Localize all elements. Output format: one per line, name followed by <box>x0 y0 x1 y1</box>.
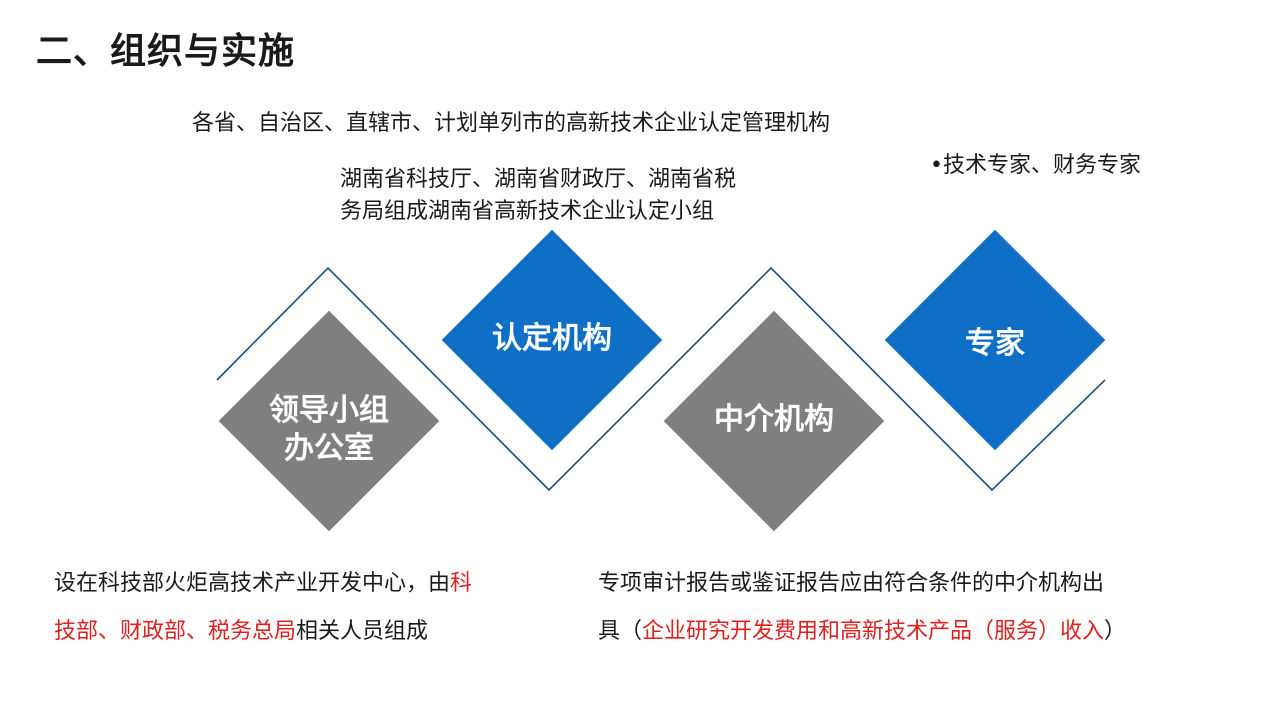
zigzag-frame-line <box>216 266 1106 492</box>
right-note-line2-red: 企业研究开发费用和高新技术产品（服务）收入 <box>642 619 1105 644</box>
right-note-line2: 具（企业研究开发费用和高新技术产品（服务）收入） <box>598 608 1126 656</box>
leader-label-line2: 办公室 <box>284 431 374 466</box>
left-note-line1-plain: 设在科技部火炬高技术产业开发中心，由 <box>54 571 451 596</box>
left-note-line2-red: 技部、财政部、税务总局 <box>54 619 297 644</box>
leader-label-line1: 领导小组 <box>269 393 389 428</box>
left-note-line2: 技部、财政部、税务总局相关人员组成 <box>54 608 472 656</box>
left-note-line1-red: 科 <box>450 571 473 596</box>
left-note-line1: 设在科技部火炬高技术产业开发中心，由科 <box>54 560 472 608</box>
experts-caption: •技术专家、财务专家 <box>930 153 1141 178</box>
certification-caption-line1: 湖南省科技厅、湖南省财政厅、湖南省税 <box>340 167 737 192</box>
top-caption: 各省、自治区、直辖市、计划单列市的高新技术企业认定管理机构 <box>192 111 831 136</box>
diamond-experts-label: 专家 <box>965 326 1025 361</box>
diamond-intermediary-label: 中介机构 <box>714 402 834 437</box>
left-note: 设在科技部火炬高技术产业开发中心，由科 技部、财政部、税务总局相关人员组成 <box>54 560 472 656</box>
diamond-certification-label: 认定机构 <box>492 321 612 356</box>
left-note-line2-plain: 相关人员组成 <box>296 619 429 644</box>
right-note-line2-close: ） <box>1104 619 1127 644</box>
right-note-line1: 专项审计报告或鉴证报告应由符合条件的中介机构出 <box>598 571 1105 596</box>
certification-caption: 湖南省科技厅、湖南省财政厅、湖南省税 务局组成湖南省高新技术企业认定小组 <box>340 164 736 228</box>
right-note: 专项审计报告或鉴证报告应由符合条件的中介机构出 具（企业研究开发费用和高新技术产… <box>598 560 1126 656</box>
slide-title: 二、组织与实施 <box>36 31 296 72</box>
diamond-leader-office-label: 领导小组 办公室 <box>269 392 389 468</box>
certification-caption-line2: 务局组成湖南省高新技术企业认定小组 <box>340 199 715 224</box>
right-note-line2-open: 具（ <box>598 619 643 644</box>
